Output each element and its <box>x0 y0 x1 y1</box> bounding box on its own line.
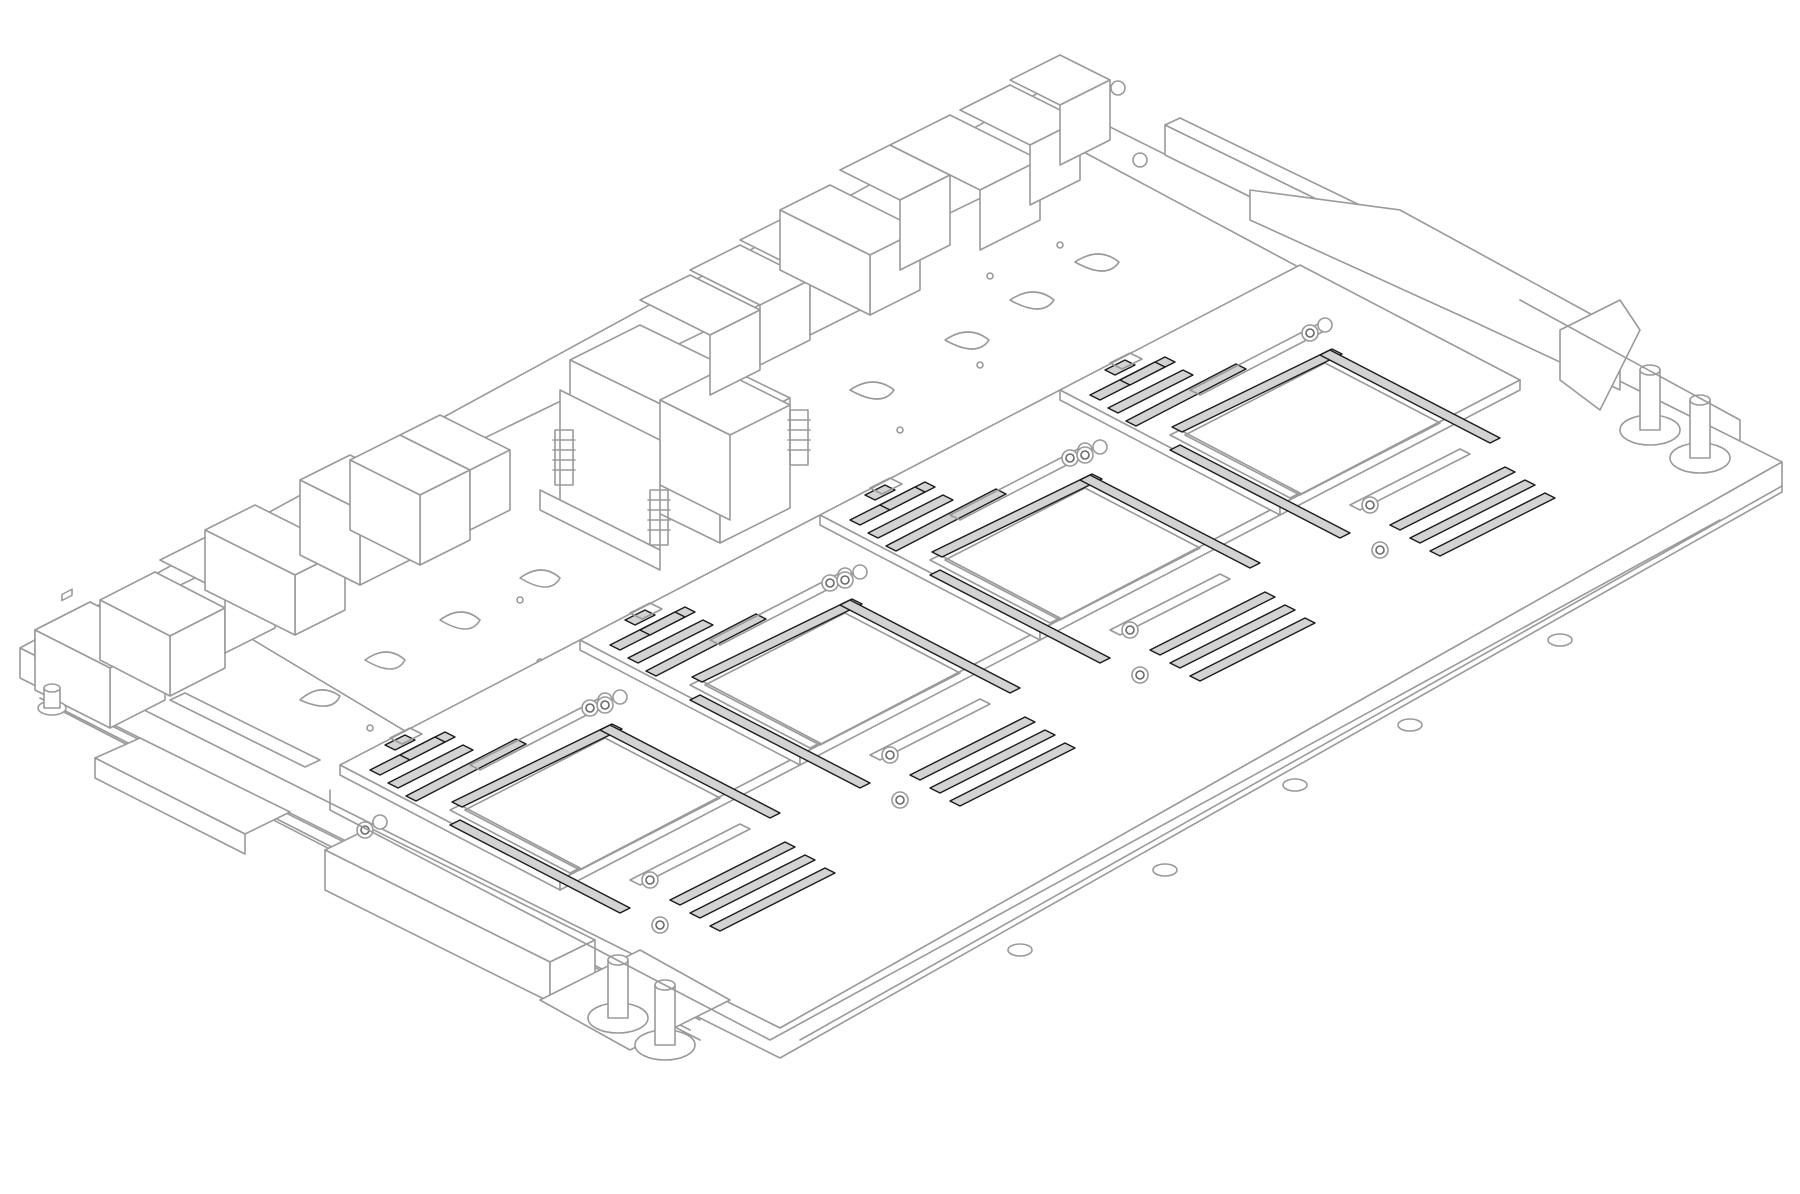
vrm-heatsink-block <box>539 324 811 571</box>
carrier-frame <box>329 299 1741 1041</box>
front-housing <box>94 364 1731 1061</box>
rear-connectors-right <box>639 54 1641 411</box>
rear-connectors-left <box>34 414 511 729</box>
